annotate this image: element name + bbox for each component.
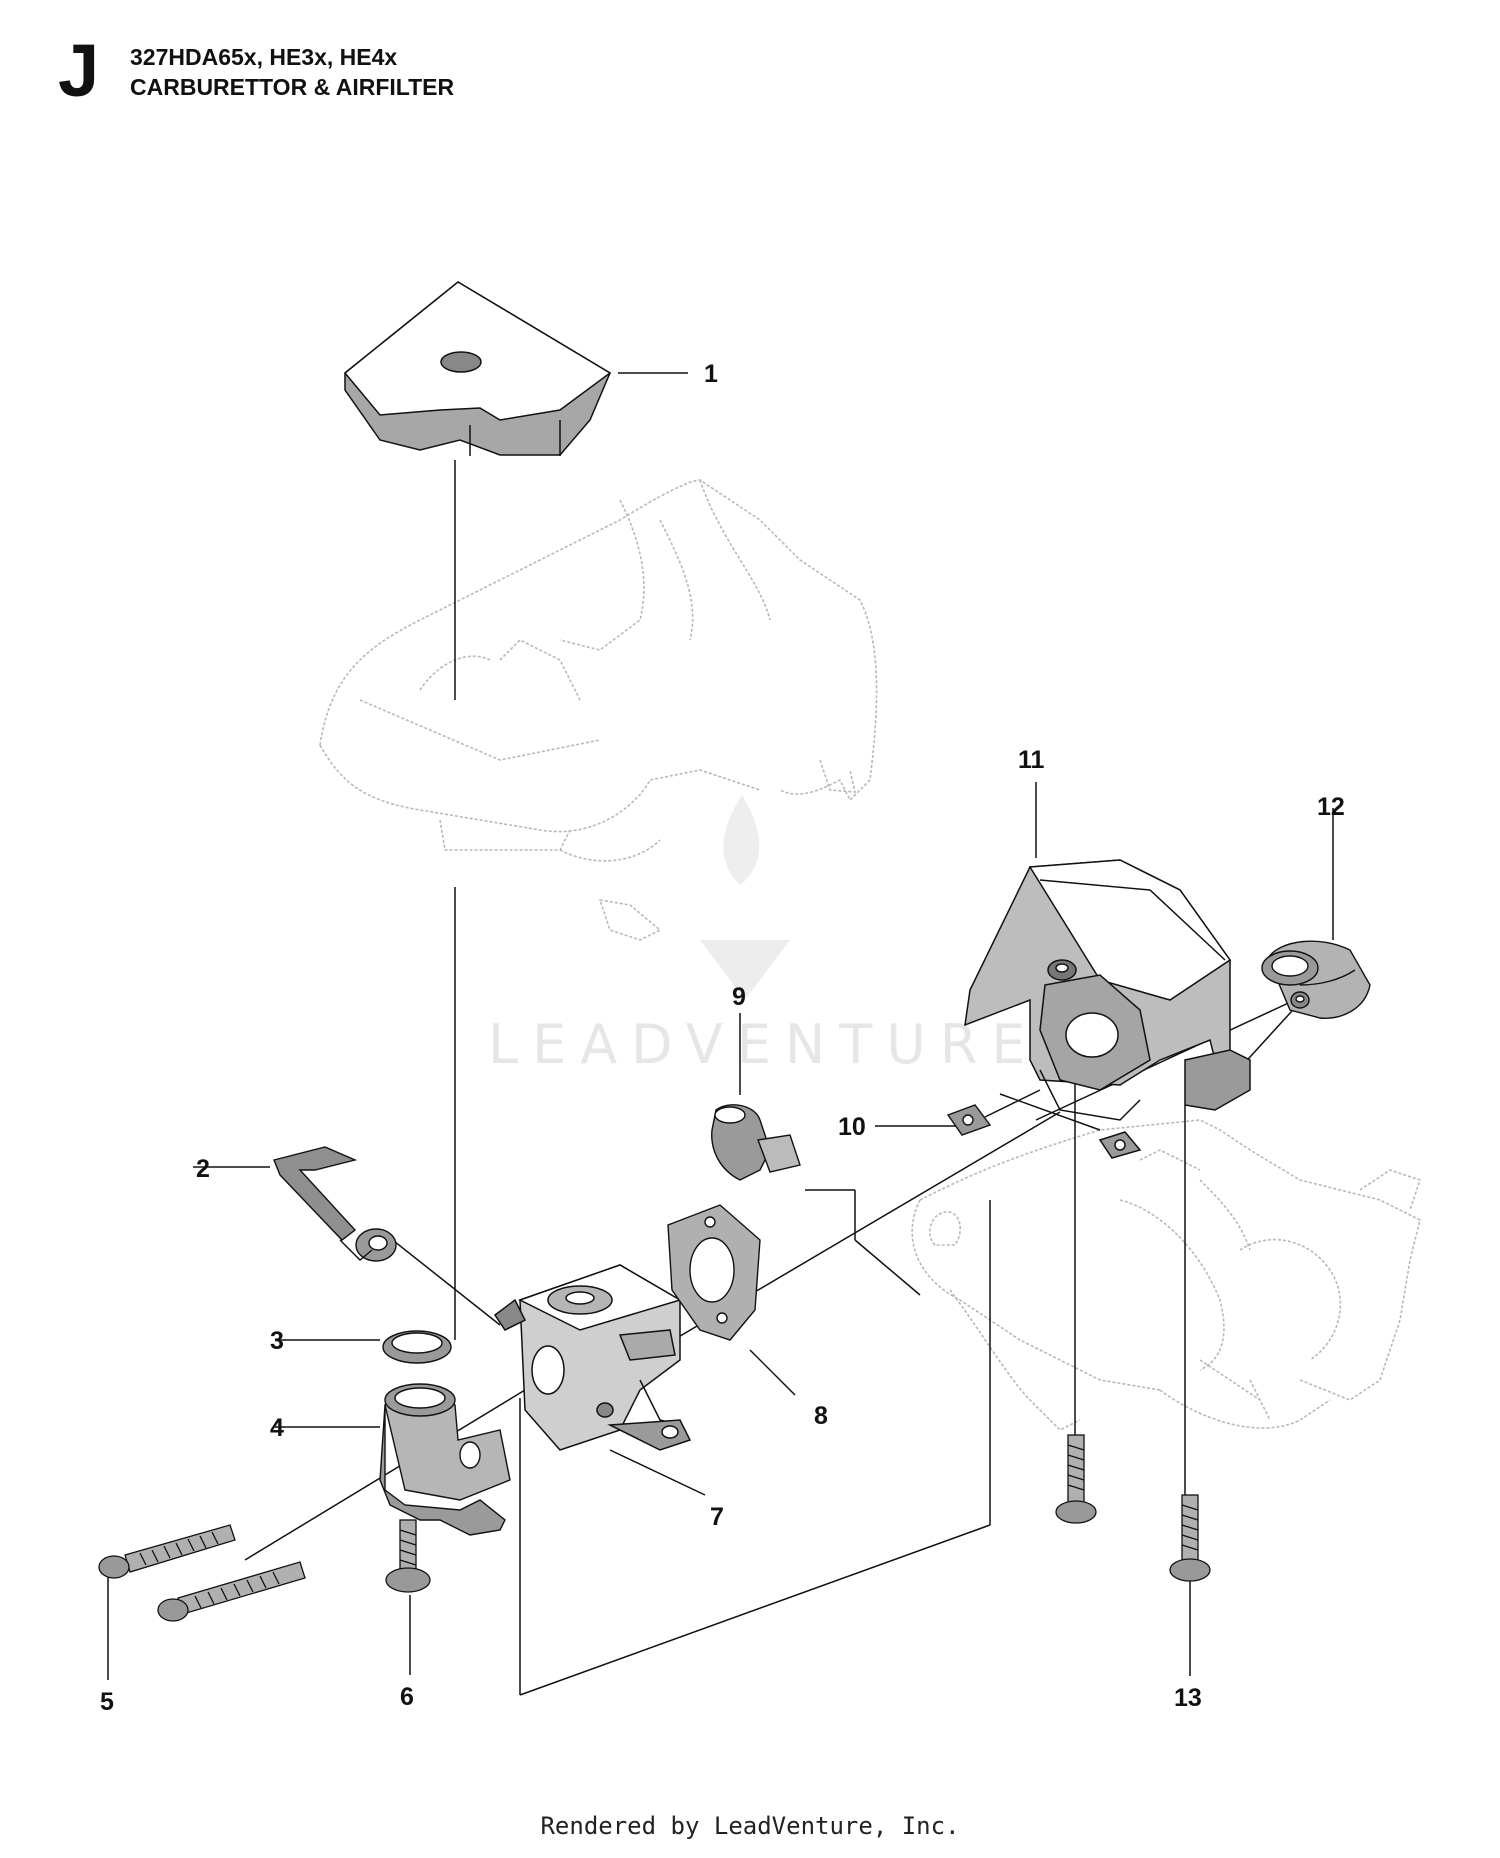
part-carburettor[interactable] [493, 1264, 692, 1451]
diagram-title: CARBURETTOR & AIRFILTER [130, 74, 455, 100]
callout-7[interactable]: 7 [710, 1503, 724, 1531]
callout-13[interactable]: 13 [1174, 1684, 1202, 1712]
part-choke-lever[interactable] [273, 1146, 397, 1262]
callout-8[interactable]: 8 [814, 1402, 828, 1430]
leader-lines [107, 372, 1334, 1696]
part-mounting-screw[interactable] [385, 1519, 431, 1593]
callout-11[interactable]: 11 [1018, 746, 1045, 774]
part-intake-adapter[interactable] [379, 1383, 511, 1536]
ghost-filter-housing [319, 479, 878, 941]
callout-1[interactable]: 1 [704, 360, 718, 388]
callout-10[interactable]: 10 [838, 1113, 866, 1141]
part-intake-boot[interactable] [1261, 940, 1371, 1019]
part-filter-holder[interactable] [964, 859, 1251, 1159]
part-long-screws[interactable] [98, 1524, 306, 1622]
part-primer-bulb[interactable] [711, 1104, 801, 1181]
part-gasket[interactable] [667, 1204, 761, 1341]
callout-labels: 1 2 3 4 5 6 7 8 9 10 11 12 13 [100, 360, 1345, 1716]
callout-2[interactable]: 2 [196, 1155, 210, 1183]
leadventure-watermark: LEADVENTURE [488, 795, 1039, 1076]
section-letter: J [58, 29, 100, 112]
callout-6[interactable]: 6 [400, 1683, 414, 1711]
callout-5[interactable]: 5 [100, 1688, 114, 1716]
render-credit: Rendered by LeadVenture, Inc. [540, 1812, 960, 1840]
part-air-filter[interactable] [343, 281, 612, 456]
model-list: 327HDA65x, HE3x, HE4x [130, 44, 398, 70]
callout-12[interactable]: 12 [1317, 793, 1345, 821]
part-seal-ring[interactable] [382, 1330, 452, 1364]
callout-9[interactable]: 9 [732, 983, 746, 1011]
part-square-nut-10[interactable] [946, 1104, 992, 1136]
callout-4[interactable]: 4 [270, 1414, 284, 1442]
callout-3[interactable]: 3 [270, 1327, 284, 1355]
watermark-text: LEADVENTURE [488, 1013, 1039, 1076]
part-flange-bolts[interactable] [1055, 1434, 1211, 1582]
ghost-engine-block [911, 1119, 1422, 1431]
